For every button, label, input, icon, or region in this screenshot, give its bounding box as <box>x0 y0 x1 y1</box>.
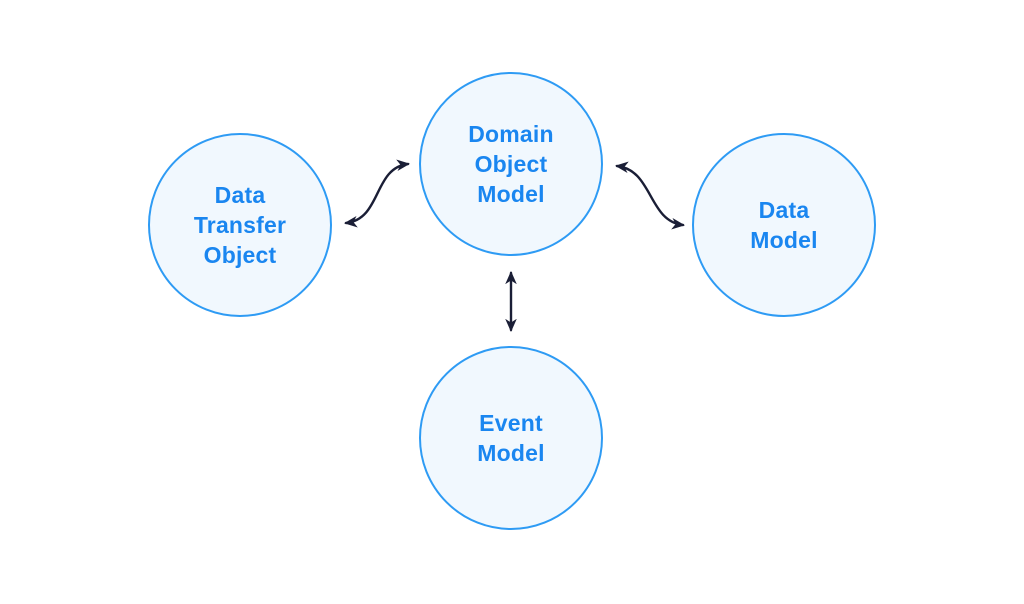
node-event-model-label: Event Model <box>477 410 545 466</box>
node-domain-object-model-label: Domain Object Model <box>468 121 554 207</box>
node-data-transfer-object-label: Data Transfer Object <box>193 182 287 268</box>
node-data-transfer-object: Data Transfer Object <box>148 133 332 317</box>
node-event-model: Event Model <box>419 346 603 530</box>
node-domain-object-model: Domain Object Model <box>419 72 603 256</box>
node-data-model: Data Model <box>692 133 876 317</box>
edge-dom-dm-bidirectional-arrow <box>615 161 685 230</box>
node-data-model-label: Data Model <box>750 197 818 253</box>
edge-dto-dom-bidirectional-arrow <box>344 159 410 228</box>
